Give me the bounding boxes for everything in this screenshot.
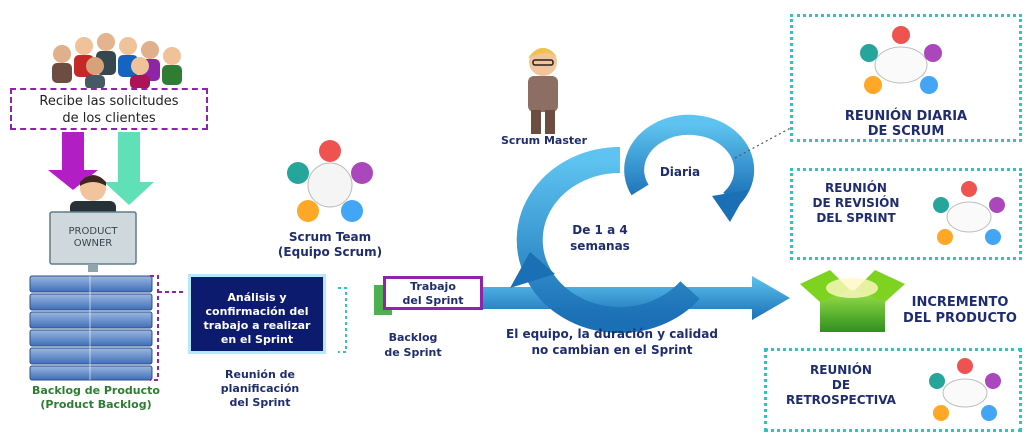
review-meeting-icon	[933, 181, 1005, 245]
daily-meeting-icon	[860, 26, 942, 94]
product-backlog-line2: (Product Backlog)	[40, 398, 152, 411]
planning-bracket	[338, 287, 347, 353]
daily-scrum-card: REUNIÓN DIARIA DE SCRUM	[790, 14, 1022, 142]
product-increment-box-icon	[800, 270, 905, 332]
retrospective-card: REUNIÓN DE RETROSPECTIVA	[764, 348, 1022, 432]
retrospective-meeting-icon	[929, 358, 1001, 421]
planning-box-line4: en el Sprint	[220, 333, 294, 346]
client-requests-line1: Recibe las solicitudes	[39, 94, 179, 109]
product-owner-label: PRODUCT OWNER	[50, 226, 136, 250]
planning-box-line1: Análisis y	[227, 291, 287, 304]
daily-cycle-label: Diaria	[659, 165, 701, 179]
sprint-constraints-note: El equipo, la duración y calidad no camb…	[482, 326, 742, 358]
request-arrows	[48, 132, 154, 205]
planning-meeting-line2: planificación	[220, 382, 300, 395]
sprint-planning-analysis-box: Análisis y confirmación del trabajo a re…	[188, 274, 326, 354]
retro-line1: REUNIÓN	[810, 363, 872, 377]
sprint-backlog-line1: Backlog	[388, 331, 438, 344]
scrum-team-label: Scrum Team (Equipo Scrum)	[268, 230, 392, 260]
sprint-work-line1: Trabajo	[410, 280, 456, 293]
scrum-team-meeting-icon	[287, 140, 373, 222]
product-owner-line1: PRODUCT	[68, 226, 118, 237]
daily-scrum-line1: REUNIÓN DIARIA	[844, 109, 968, 124]
planning-meeting-line1: Reunión de	[225, 368, 295, 381]
clients-crowd-icon	[52, 33, 182, 89]
client-requests-line2: de los clientes	[62, 111, 156, 126]
weeks-line1: De 1 a 4	[572, 223, 628, 237]
sprint-review-card: REUNIÓN DE REVISIÓN DEL SPRINT	[790, 168, 1022, 260]
backlog-bracket	[150, 275, 159, 381]
review-line1: REUNIÓN	[825, 181, 887, 195]
sprint-backlog-line2: de Sprint	[384, 346, 442, 359]
scrum-master-label: Scrum Master	[500, 134, 588, 147]
increment-line1: INCREMENTO	[911, 295, 1009, 310]
product-increment-label: INCREMENTO DEL PRODUCTO	[892, 295, 1028, 327]
daily-scrum-line2: DE SCRUM	[867, 124, 945, 139]
planning-box-line3: trabajo a realizar	[203, 319, 311, 332]
sprint-planning-meeting-label: Reunión de planificación del Sprint	[200, 368, 320, 410]
product-backlog-server-icon	[29, 275, 153, 381]
planning-box-line2: confirmación del	[205, 305, 309, 318]
review-line3: DEL SPRINT	[816, 211, 896, 225]
sprint-backlog-label: Backlog de Sprint	[378, 330, 448, 360]
weeks-cycle-label: De 1 a 4 semanas	[555, 222, 645, 254]
scrum-team-line1: Scrum Team	[288, 230, 372, 244]
client-requests-box: Recibe las solicitudes de los clientes	[10, 88, 208, 130]
retrospective-title: REUNIÓN DE RETROSPECTIVA	[771, 363, 911, 408]
product-backlog-label: Backlog de Producto (Product Backlog)	[16, 384, 176, 412]
product-backlog-line1: Backlog de Producto	[32, 384, 160, 397]
constraint-note-line1: El equipo, la duración y calidad	[506, 327, 718, 341]
weeks-line2: semanas	[570, 239, 630, 253]
sprint-work-line2: del Sprint	[402, 294, 464, 307]
review-line2: DE REVISIÓN	[812, 196, 900, 210]
retro-line3: RETROSPECTIVA	[786, 393, 896, 407]
daily-scrum-title: REUNIÓN DIARIA DE SCRUM	[793, 109, 1019, 139]
product-owner-icon	[49, 175, 137, 272]
scrum-team-line2: (Equipo Scrum)	[277, 245, 383, 259]
planning-meeting-line3: del Sprint	[229, 396, 291, 409]
sprint-work-box: Trabajo del Sprint	[383, 276, 483, 310]
constraint-note-line2: no cambian en el Sprint	[531, 343, 693, 357]
retro-line2: DE	[831, 378, 851, 392]
scrum-master-icon	[528, 48, 558, 134]
sprint-review-title: REUNIÓN DE REVISIÓN DEL SPRINT	[797, 181, 915, 226]
daily-cycle-arrow	[624, 114, 755, 208]
product-owner-line2: OWNER	[73, 238, 113, 249]
increment-line2: DEL PRODUCTO	[903, 311, 1017, 326]
